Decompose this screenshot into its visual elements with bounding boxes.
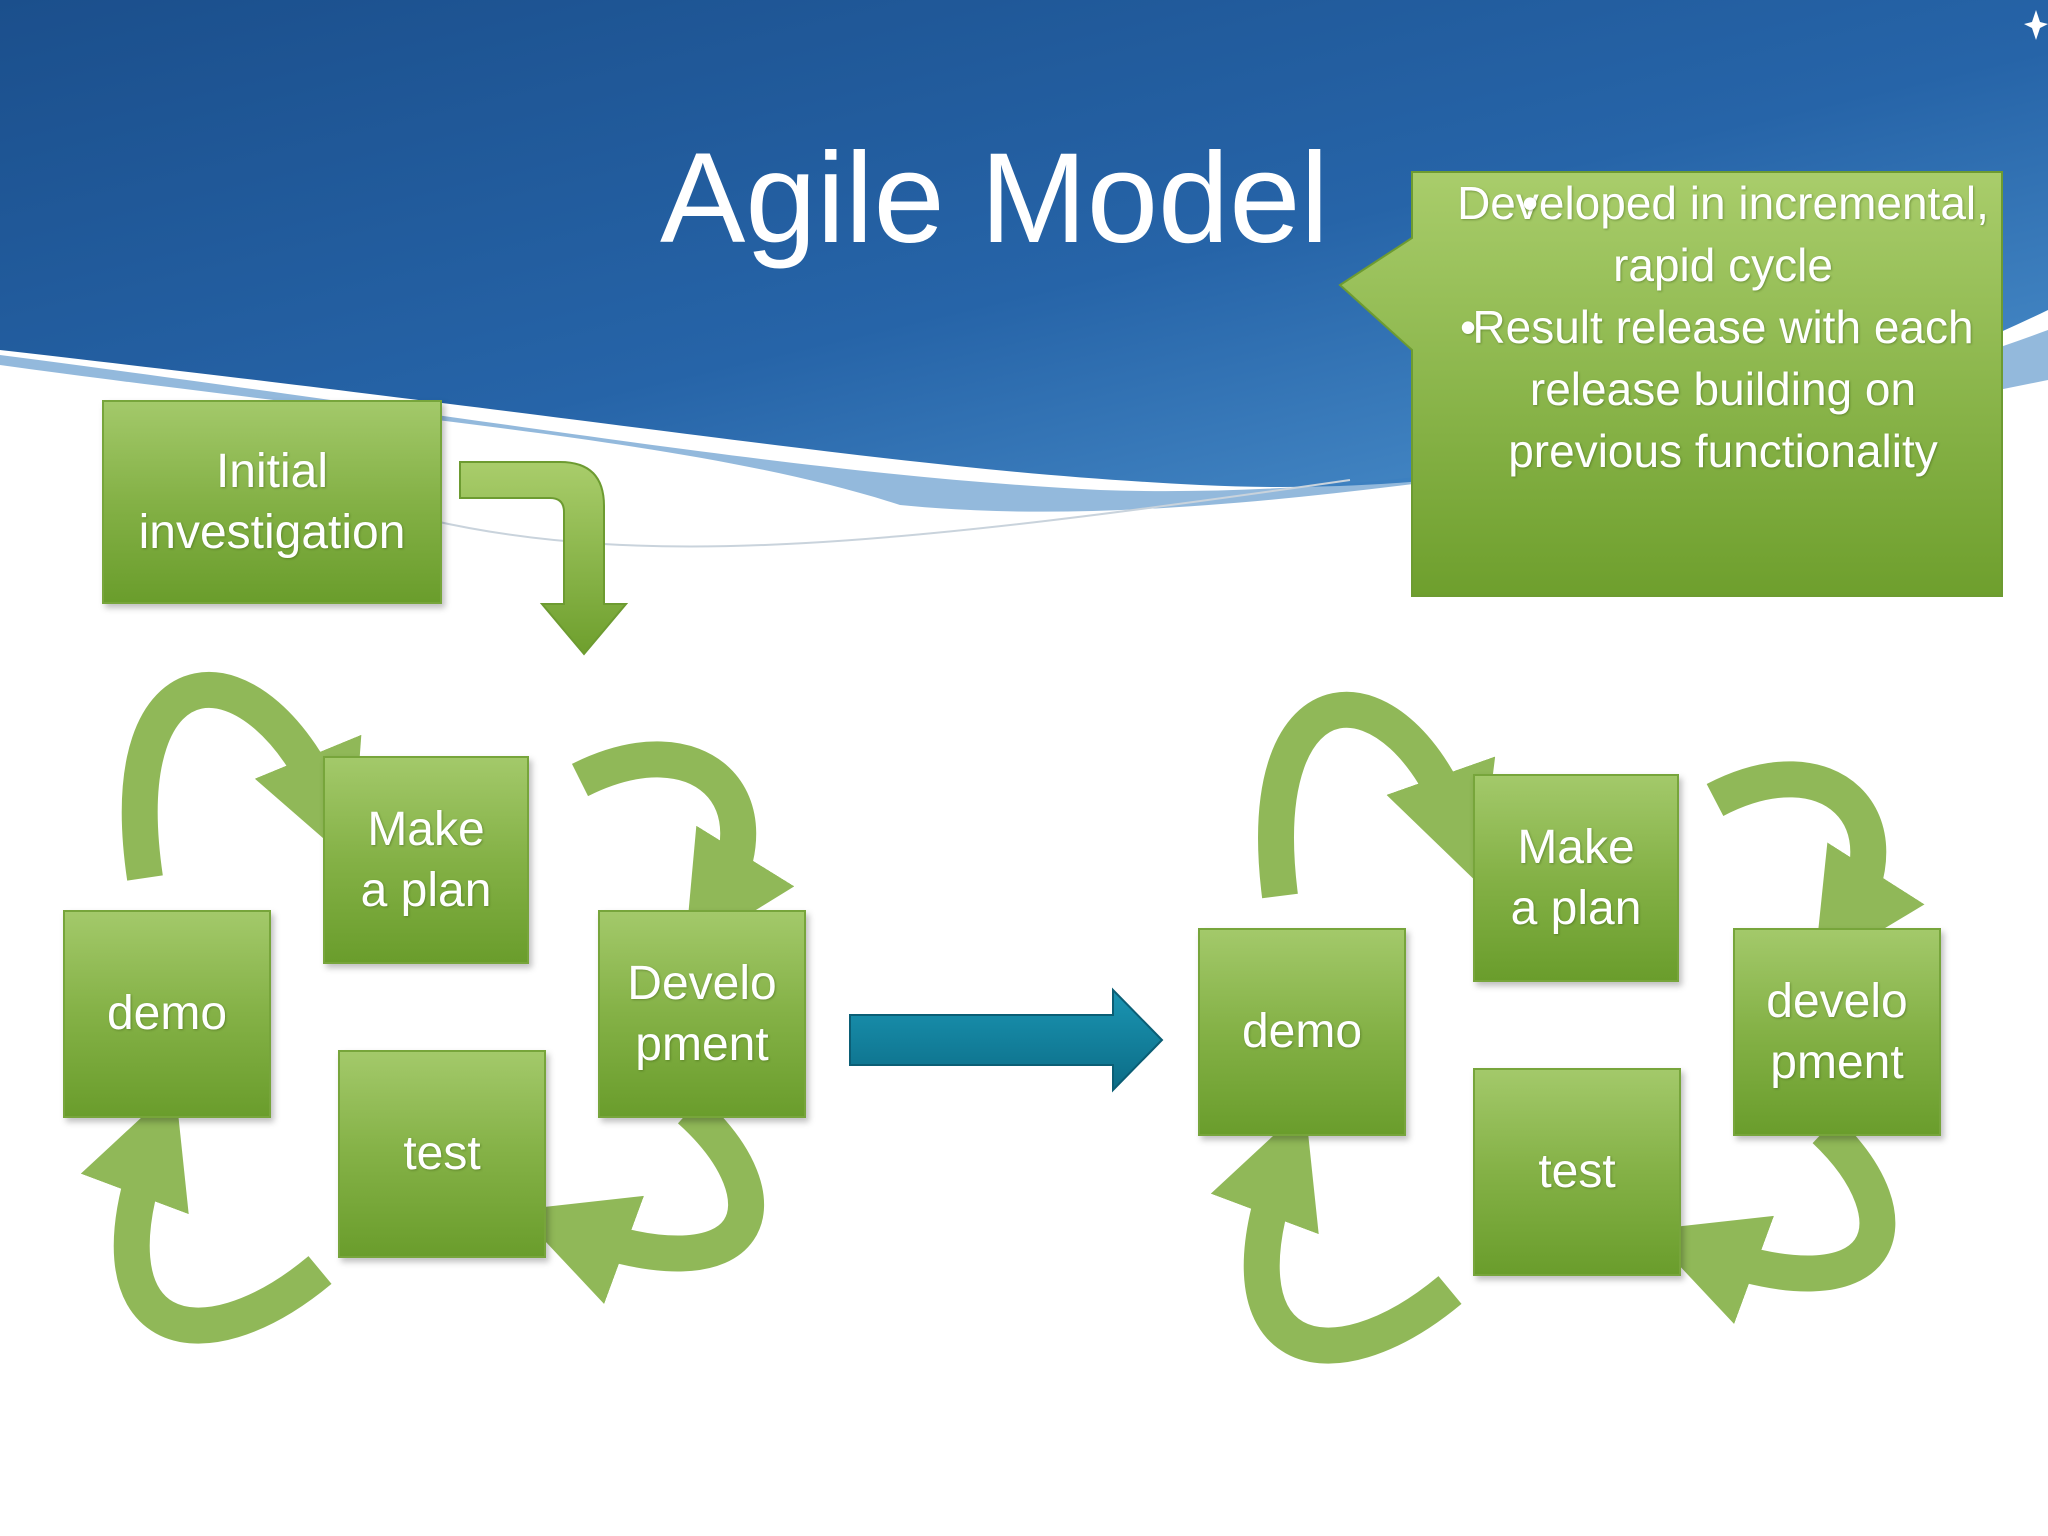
cycle-2-test-box: test — [1473, 1068, 1681, 1276]
bent-arrow — [459, 461, 629, 656]
initial-investigation-label: Initial investigation — [138, 444, 406, 559]
cycle-2-plan-label: Make a plan — [1510, 820, 1642, 935]
star-logo-icon — [2024, 10, 2048, 40]
callout-bullet-2-text: Result release with each release buildin… — [1472, 301, 1974, 477]
bullet-dot: • — [1522, 177, 1539, 229]
callout-bullet-1: • Developed in incremental, rapid cycle — [1412, 172, 2004, 296]
callout-bullet-2: • Result release with each release build… — [1412, 296, 2004, 482]
cycle-2-demo-box: demo — [1198, 928, 1406, 1136]
initial-investigation-box: Initial investigation — [102, 400, 442, 604]
slide-title: Agile Model — [660, 127, 1329, 270]
cycle-1-development-label: Develo pment — [627, 956, 777, 1071]
connector-arrow — [849, 987, 1164, 1093]
cycle-2-test-label: test — [1538, 1145, 1616, 1199]
cycle-1-plan-label: Make a plan — [360, 802, 492, 917]
cycle-1-development-box: Develo pment — [598, 910, 806, 1118]
cycle-1-plan-box: Make a plan — [323, 756, 529, 964]
cycle-2-development-label: develo pment — [1766, 974, 1908, 1089]
cycle-1-test-label: test — [403, 1127, 481, 1181]
cycle-1-arrows — [80, 672, 795, 1344]
callout-shape — [1338, 171, 2003, 597]
callout-bullets: • Developed in incremental, rapid cycle … — [1412, 172, 2004, 602]
cycle-1-test-box: test — [338, 1050, 546, 1258]
header-line — [429, 479, 1351, 548]
cycle-1-demo-label: demo — [106, 987, 228, 1041]
cycle-1-demo-box: demo — [63, 910, 271, 1118]
cycle-2-development-box: develo pment — [1733, 928, 1941, 1136]
callout-bullet-1-text: Developed in incremental, rapid cycle — [1457, 177, 1989, 291]
cycle-2-arrows — [1210, 691, 1925, 1364]
cycle-2-plan-box: Make a plan — [1473, 774, 1679, 982]
bullet-dot: • — [1460, 301, 1477, 353]
cycle-2-demo-label: demo — [1241, 1005, 1363, 1059]
